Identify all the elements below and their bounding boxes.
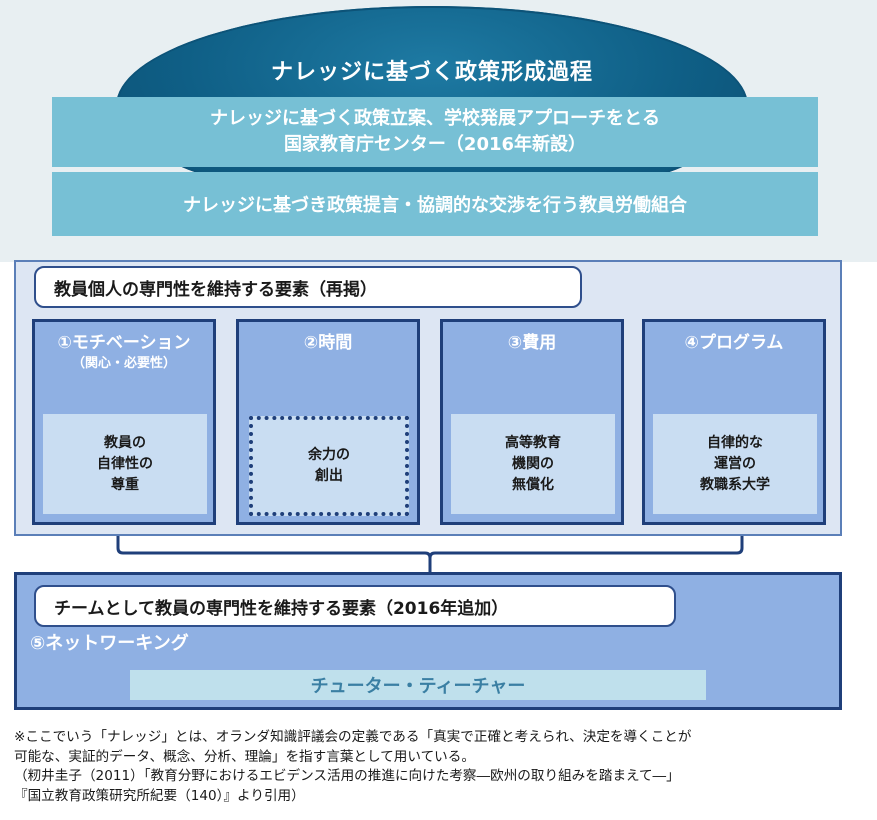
footnotes: ※ここでいう「ナレッジ」とは、オランダ知識評議会の定義である「真実で正確と考えら… (14, 728, 864, 806)
card-motivation-inner: 教員の 自律性の 尊重 (43, 414, 207, 514)
policy-process-title: ナレッジに基づく政策形成過程 (270, 60, 593, 85)
card-motivation: ①モチベーション （関心・必要性） 教員の 自律性の 尊重 (32, 319, 216, 525)
team-elements-label: チームとして教員の専門性を維持する要素（2016年追加） (34, 585, 676, 627)
card-cost: ③費用 高等教育 機関の 無償化 (440, 319, 624, 525)
card-time: ②時間 余力の 創出 (236, 319, 420, 525)
teacher-union-text: ナレッジに基づき政策提言・協調的な交渉を行う教員労働組合 (183, 195, 687, 216)
individual-elements-label: 教員個人の専門性を維持する要素（再掲） (34, 266, 582, 308)
note-line-3: （籾井圭子（2011）「教育分野におけるエビデンス活用の推進に向けた考察―欧州の… (14, 768, 680, 784)
national-agency-line1: ナレッジに基づく政策立案、学校発展アプローチをとる (210, 108, 660, 129)
card-cost-inner: 高等教育 機関の 無償化 (451, 414, 615, 514)
card-program: ④プログラム 自律的な 運営の 教職系大学 (642, 319, 826, 525)
note-line-4: 『国立教育政策研究所紀要（140）』より引用） (14, 787, 305, 804)
card-motivation-title: ①モチベーション (57, 333, 191, 353)
card-motivation-subtitle: （関心・必要性） (71, 356, 176, 371)
tutor-teacher-bar: チューター・ティーチャー (130, 670, 706, 700)
card-time-title: ②時間 (303, 333, 353, 353)
note-line-1: ※ここでいう「ナレッジ」とは、オランダ知識評議会の定義である「真実で正確と考えら… (14, 729, 692, 745)
note-line-2: 可能な、実証的データ、概念、分析、理論」を指す言葉として用いている。 (14, 748, 475, 765)
teacher-union-band: ナレッジに基づき政策提言・協調的な交渉を行う教員労働組合 (52, 172, 818, 236)
card-time-inner: 余力の 創出 (249, 416, 409, 516)
bracket-right (428, 536, 744, 559)
national-agency-band: ナレッジに基づく政策立案、学校発展アプローチをとる 国家教育庁センター（2016… (52, 97, 818, 167)
card-program-title: ④プログラム (684, 333, 784, 353)
national-agency-line2: 国家教育庁センター（2016年新設） (283, 134, 587, 155)
card-program-inner: 自律的な 運営の 教職系大学 (653, 414, 817, 514)
networking-label: ⑤ネットワーキング (30, 633, 189, 654)
card-cost-title: ③費用 (507, 333, 557, 353)
bracket-left (116, 536, 432, 572)
